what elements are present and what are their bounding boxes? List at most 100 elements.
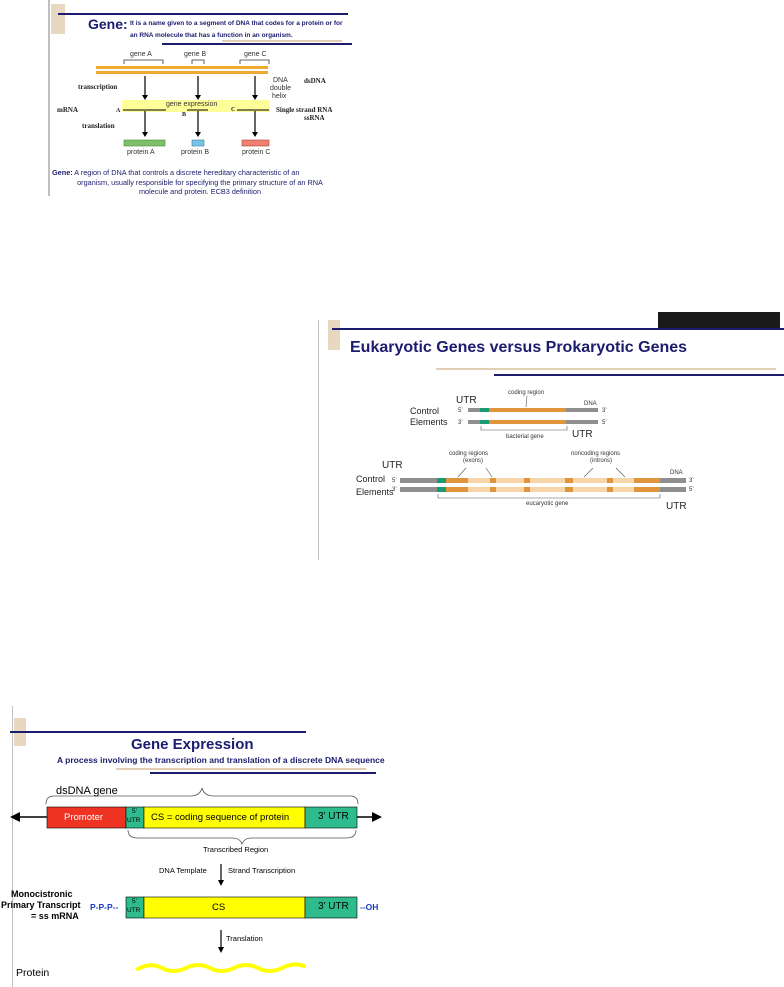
slide3-navy-rule [150, 772, 376, 774]
translation-arrow-c [252, 132, 258, 137]
mrna-utr5-label-a: 5’ [132, 898, 138, 905]
bacterial-gene-label: bacterial gene [506, 434, 544, 440]
bac-dna-label: DNA [584, 401, 597, 407]
slide1-left-accent [48, 0, 50, 196]
promoter-label: Promoter [64, 812, 104, 823]
euk-5prime-top: 5’ [392, 478, 397, 484]
strand-transcription-label: Strand Transcription [228, 866, 296, 875]
euk-5prime-bot: 5’ [689, 487, 694, 493]
slide2-tan-bar [328, 320, 340, 350]
slide2-left-accent [318, 320, 319, 560]
euk-elements-label: Elements [356, 487, 394, 497]
slide1-bottom-definition: Gene: A region of DNA that controls a di… [52, 168, 348, 197]
translation-arrow-a [142, 132, 148, 137]
gene-b-bracket [191, 59, 205, 64]
euk-noncoding-label-1: noncoding regions [571, 451, 621, 457]
bottom-def-line3: molecule and protein. ECB3 definition [138, 187, 262, 196]
slide-eukaryotic-vs-prokaryotic: Eukaryotic Genes versus Prokaryotic Gene… [318, 310, 784, 560]
slide1-title: Gene: [88, 16, 128, 32]
ppp-label: P-P-P-- [90, 902, 119, 912]
dsdna-label: dsDNA [304, 77, 326, 85]
euk-noncoding-label-2: (introns) [590, 458, 613, 464]
dsdna-gene-label: dsDNA gene [56, 785, 118, 797]
eucaryotic-gene-label: eucaryotic gene [526, 501, 569, 507]
bac-control-top [480, 408, 489, 412]
translation-label: Translation [226, 934, 263, 943]
utr3-box [304, 806, 358, 829]
bac-utr-right: UTR [572, 429, 593, 440]
transcription-label: transcription [78, 83, 118, 91]
bac-3prime-top: 3’ [602, 408, 607, 414]
gene-expression-label: gene expression [166, 101, 218, 108]
protein-label: Protein [16, 967, 50, 979]
transcription-arrow-b [195, 95, 201, 100]
cs-full-label: CS = coding sequence of protein [151, 812, 290, 823]
monocistronic-label-3: = ss mRNA [31, 911, 79, 921]
mrna-c-label: C [231, 107, 236, 113]
bac-5prime-top: 5’ [458, 408, 463, 414]
mrna-a-label: A [116, 108, 121, 114]
gene-expression-band [122, 100, 270, 112]
bac-strand-top-right [566, 408, 598, 412]
protein-wavy-line [136, 962, 306, 973]
dsdna-strand-top [96, 66, 268, 69]
gene-c-label: gene C [244, 51, 267, 58]
euk-intron-bot [445, 487, 659, 492]
slide1-top-rule [58, 13, 348, 15]
bac-3prime-bot: 3’ [458, 420, 463, 426]
bac-coding-region-label: coding region [508, 390, 545, 396]
mrna-utr5-label-b: UTR [127, 907, 141, 914]
protein-b-label: protein B [181, 149, 210, 156]
dna-double-helix-label-3: helix [272, 93, 287, 100]
bac-strand-top-left [468, 408, 480, 412]
utr5-label-a: 5’ [132, 808, 138, 815]
mrna-utr3-label: 3’ UTR [318, 901, 349, 912]
bac-control-label: Control [410, 406, 440, 416]
protein-c-label: protein C [242, 149, 271, 156]
slide3-title: Gene Expression [131, 736, 254, 753]
dna-double-helix-label-2: double [270, 85, 292, 92]
transcription-arrow-c [252, 95, 258, 100]
gene-a-bracket [123, 59, 164, 64]
ssrna-label-2: ssRNA [304, 114, 325, 122]
gene-c-bracket [239, 59, 270, 64]
bottom-def-line1: A region of DNA that controls a discrete… [72, 168, 300, 177]
slide3-tan-rule [116, 768, 366, 770]
mrna-utr3-box [304, 896, 358, 919]
slide1-def-line2: an RNA molecule that has a function in a… [130, 32, 293, 39]
mrna-cs-label: CS [212, 902, 226, 913]
protein-c-box [241, 139, 270, 147]
slide1-right-tan-rule [222, 40, 342, 42]
monocistronic-label-1: Monocistronic [11, 889, 73, 899]
slide1-tan-bar [51, 4, 65, 34]
bottom-def-line2: organism, usually responsible for specif… [77, 177, 323, 187]
slide3-diagram [10, 787, 382, 973]
gene-brace [45, 787, 359, 805]
slide2-title-tan-rule [436, 368, 776, 370]
transcription-arrow [218, 880, 224, 886]
utr3-label: 3’ UTR [318, 811, 349, 822]
bottom-gene-bold: Gene: [52, 168, 73, 177]
dsdna-arrow-right [372, 812, 382, 822]
euk-gene-bracket [437, 494, 661, 499]
transcription-arrow-a [142, 95, 148, 100]
dsdna-arrow-left [10, 812, 20, 822]
transcribed-region-label: Transcribed Region [203, 845, 269, 854]
utr5-label-b: UTR [127, 817, 141, 824]
slide1-right-rule [162, 43, 352, 45]
slide3-top-rule [10, 731, 306, 733]
slide1-diagram [96, 59, 270, 147]
euk-utr-right: UTR [666, 501, 687, 512]
euk-coding-label-2: (exons) [463, 458, 484, 464]
bac-gene-bracket [480, 426, 568, 431]
dna-double-helix-label-1: DNA [273, 77, 288, 84]
bac-coding-top [489, 408, 566, 412]
slide2-diagram [400, 395, 686, 499]
bac-coding-bot [489, 420, 566, 424]
bac-5prime-bot: 5’ [602, 420, 607, 426]
slide1-def-line1: It is a name given to a segment of DNA t… [130, 20, 343, 27]
slide2-corner-artifact [658, 312, 780, 328]
protein-a-label: protein A [127, 149, 155, 156]
euk-3prime-bot: 3’ [392, 487, 397, 493]
monocistronic-label-2: Primary Transcript [1, 900, 81, 910]
